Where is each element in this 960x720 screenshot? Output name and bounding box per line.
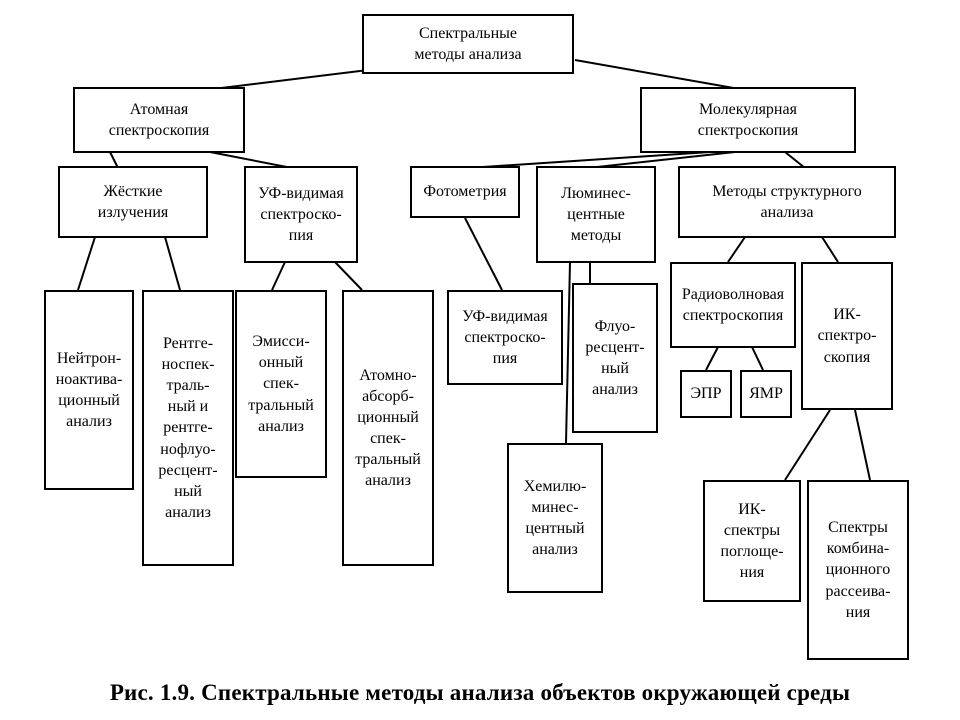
node-atomic-spectroscopy: Атомная спектроскопия — [73, 87, 245, 153]
node-luminescent-methods: Люминес- центные методы — [536, 166, 656, 263]
node-epr: ЭПР — [680, 370, 732, 418]
edge-radiowave-epr — [705, 346, 719, 371]
edge-uvvis-absorption — [334, 261, 363, 291]
node-atomic-absorption: Атомно- абсорб- ционный спек- тральный а… — [342, 290, 434, 566]
node-ir-absorption-spectra: ИК- спектры поглоще- ния — [703, 480, 801, 602]
node-uv-visible-atomic: УФ-видимая спектроско- пия — [244, 166, 358, 263]
edge-luminescent-chemilum — [565, 261, 571, 444]
edge-photometry-uvvis — [464, 217, 503, 291]
edge-hard-xray — [164, 236, 181, 291]
node-structural-analysis: Методы структурного анализа — [678, 166, 896, 238]
edge-radiowave-nmr — [751, 346, 764, 371]
edge-molecular-photometry — [467, 151, 711, 169]
node-emission-analysis: Эмисси- онный спек- тральный анализ — [235, 290, 327, 478]
node-spectral-methods: Спектральные методы анализа — [362, 14, 574, 74]
edge-molecular-structural — [784, 151, 806, 169]
edge-hard-neutron — [77, 236, 96, 291]
edge-root-molecular — [574, 59, 746, 91]
figure-caption: Рис. 1.9. Спектральные методы анализа об… — [109, 680, 851, 705]
node-nmr: ЯМР — [740, 370, 792, 418]
node-raman-spectra: Спектры комбина- ционного рассеива- ния — [807, 480, 909, 660]
edge-root-atomic — [204, 69, 369, 91]
edge-atomic-hard — [109, 151, 119, 169]
node-ir-spectroscopy: ИК- спектро- скопия — [801, 262, 893, 410]
edge-structural-radiowave — [727, 236, 746, 263]
node-hard-radiation: Жёсткие излучения — [58, 166, 208, 238]
node-photometry: Фотометрия — [410, 166, 520, 218]
edge-ir-raman — [854, 409, 871, 481]
edge-atomic-uvvis — [209, 151, 293, 169]
edge-uvvis-emission — [271, 261, 286, 291]
node-fluorescent-analysis: Флуо- ресцент- ный анализ — [572, 283, 658, 433]
node-chemiluminescent-analysis: Хемилю- минес- центный анализ — [507, 443, 603, 593]
node-radiowave-spectroscopy: Радиоволновая спектроскопия — [670, 262, 796, 348]
node-neutron-activation: Нейтрон- ноактива- ционный анализ — [44, 290, 134, 490]
node-molecular-spectroscopy: Молекулярная спектроскопия — [640, 87, 856, 153]
edge-molecular-luminescent — [587, 151, 736, 169]
edge-ir-absorption — [784, 409, 831, 481]
node-xray-analysis: Рентге- носпек- траль- ный и рентге- ноф… — [142, 290, 234, 566]
node-uv-visible-photometry: УФ-видимая спектроско- пия — [447, 290, 563, 385]
edge-structural-ir — [821, 236, 839, 263]
